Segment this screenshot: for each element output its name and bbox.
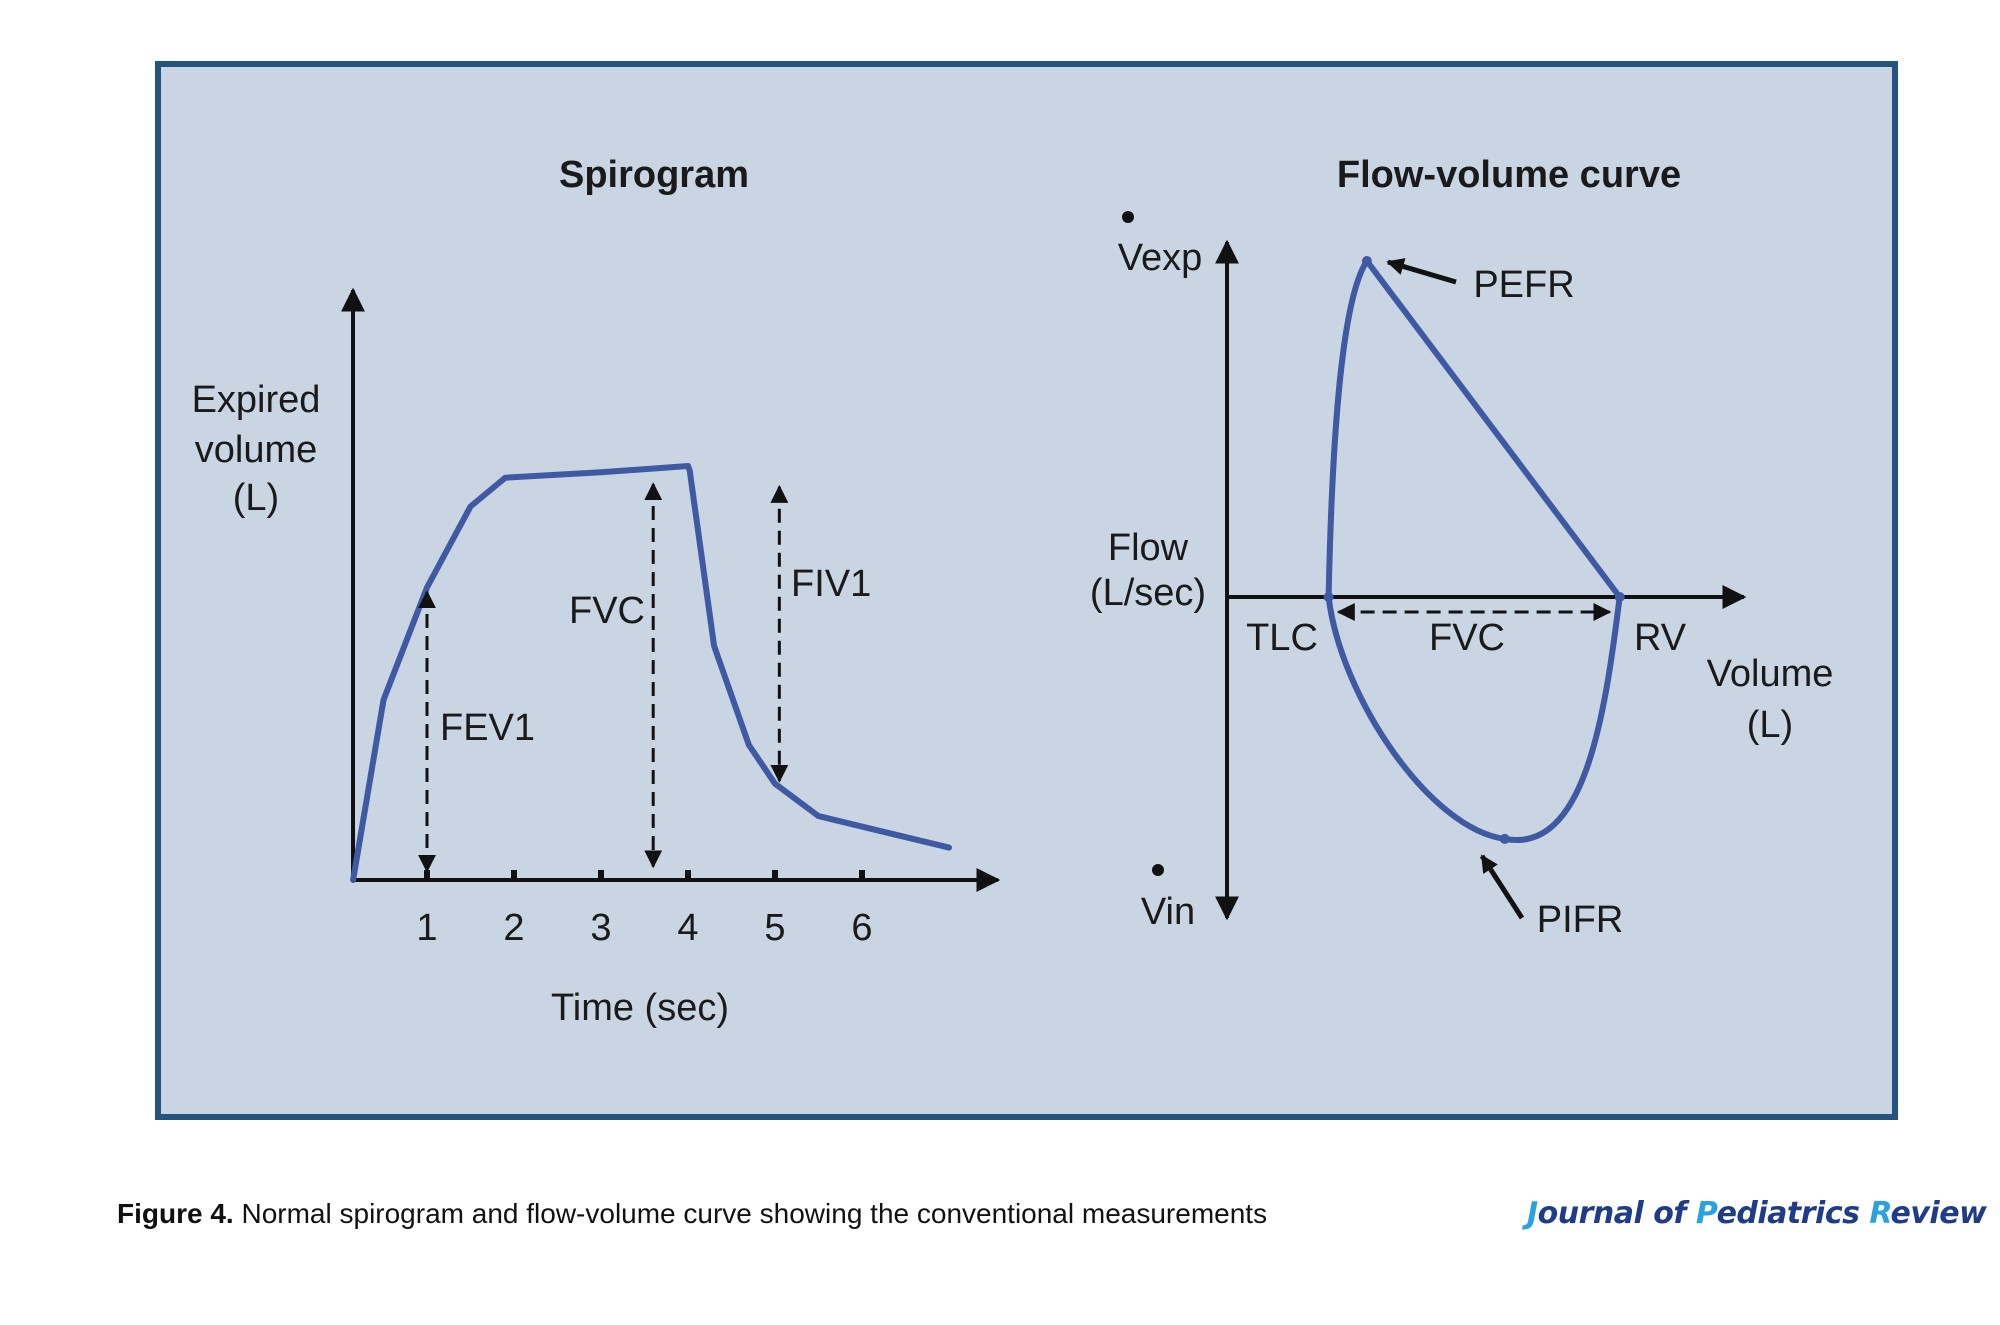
x-tick-label: 2 xyxy=(503,907,524,949)
spirogram-title: Spirogram xyxy=(559,154,749,196)
flow-volume-loop xyxy=(1325,258,1623,844)
figure-caption: Figure 4. Normal spirogram and flow-volu… xyxy=(117,1198,1267,1230)
tlc-label: TLC xyxy=(1246,617,1318,659)
x-tick-label: 5 xyxy=(764,907,785,949)
pefr-point xyxy=(1361,256,1372,266)
rv-label: RV xyxy=(1634,617,1687,659)
fvc-label: FVC xyxy=(1429,617,1505,659)
journal-logo-r: R xyxy=(1869,1196,1891,1231)
vin-dot xyxy=(1152,864,1164,876)
journal-logo: Journal of Pediatrics Review xyxy=(1527,1196,1987,1231)
journal-logo-text1: ournal of xyxy=(1537,1196,1696,1231)
x-axis-label: Time (sec) xyxy=(551,987,729,1029)
journal-logo-text2: ediatrics xyxy=(1716,1196,1870,1231)
volume-label-line1: Volume xyxy=(1707,653,1834,695)
spirogram-curve xyxy=(350,463,952,883)
journal-logo-j: J xyxy=(1527,1196,1538,1231)
volume-label-line2: (L) xyxy=(1747,704,1793,746)
fev1-label: FEV1 xyxy=(440,707,535,749)
vexp-dot xyxy=(1122,211,1134,223)
y-axis-label-line3: (L) xyxy=(233,477,279,519)
x-tick-label: 4 xyxy=(677,907,698,949)
journal-logo-text3: eview xyxy=(1890,1196,1987,1231)
flow-volume-curve: Flow-volume curve Vexp Vin Flow (L/sec) … xyxy=(1090,154,1833,941)
caption-label: Figure 4. xyxy=(117,1198,234,1229)
x-tick-label: 3 xyxy=(590,907,611,949)
spirogram: Spirogram Expired volume (L) Time (sec) … xyxy=(192,154,1001,1029)
fvc-label: FVC xyxy=(569,590,645,632)
flow-label-line1: Flow xyxy=(1108,527,1189,569)
x-tick-label: 6 xyxy=(851,907,872,949)
vin-label: Vin xyxy=(1141,891,1195,933)
pifr-label: PIFR xyxy=(1537,899,1624,941)
fiv1-label: FIV1 xyxy=(791,563,871,605)
rv-point xyxy=(1614,592,1625,602)
flow-label-line2: (L/sec) xyxy=(1090,572,1206,614)
y-axis-label-line1: Expired xyxy=(192,379,321,421)
x-tick-label: 1 xyxy=(416,907,437,949)
pifr-point xyxy=(1499,833,1510,844)
tlc-point xyxy=(1323,592,1334,602)
pefr-pointer-arrow xyxy=(1386,258,1457,285)
pifr-pointer-arrow xyxy=(1479,854,1525,920)
caption-text: Normal spirogram and flow-volume curve s… xyxy=(233,1198,1268,1229)
pefr-label: PEFR xyxy=(1473,264,1574,306)
journal-logo-p: P xyxy=(1695,1196,1717,1231)
flow-volume-title: Flow-volume curve xyxy=(1337,154,1681,196)
figure-panel xyxy=(155,61,1898,1120)
vexp-label: Vexp xyxy=(1118,237,1203,279)
y-axis-label-line2: volume xyxy=(195,429,318,471)
